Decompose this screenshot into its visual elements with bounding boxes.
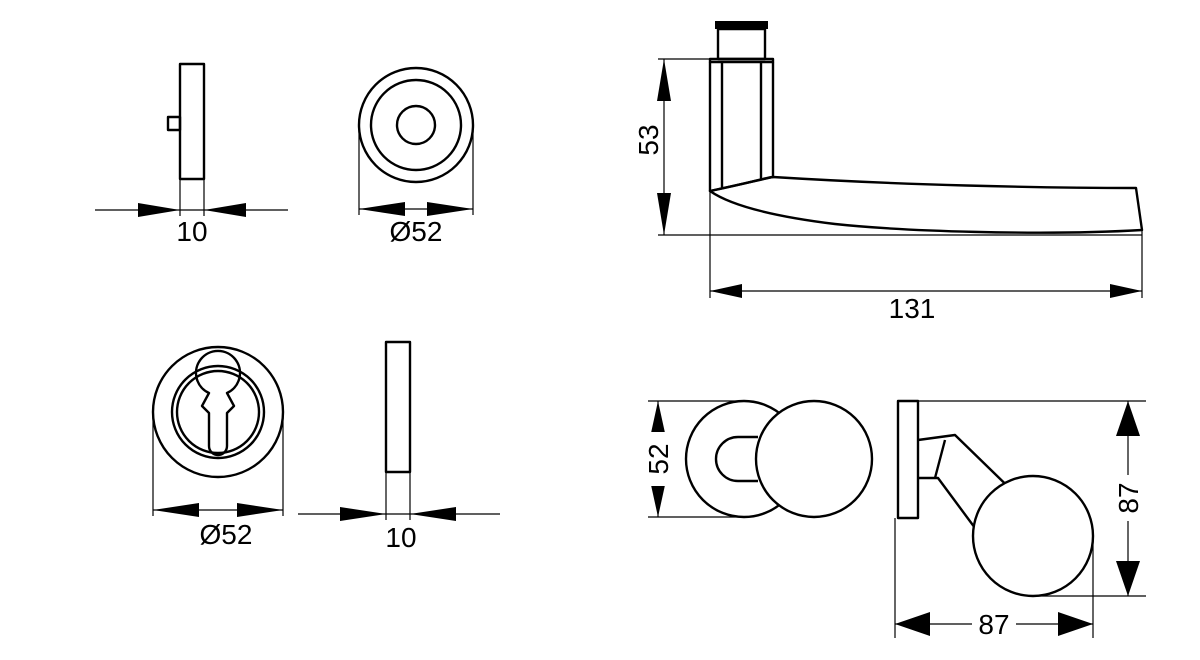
cylinder-rose-front-view: Ø52 (151, 345, 285, 550)
knob-depth-label: 87 (978, 609, 1009, 640)
cylinder-side-width-label: 10 (385, 522, 416, 553)
knob-side-view: 87 87 (894, 399, 1146, 640)
knob-rose-diameter-label: 52 (643, 443, 674, 474)
lever-handle-view: 53 131 (633, 21, 1144, 324)
rose-side-view: 10 (95, 62, 288, 247)
lever-length-label: 131 (889, 293, 936, 324)
knob-front-view: 52 (643, 399, 874, 519)
rose-diameter-label: Ø52 (390, 216, 443, 247)
keyhole-icon (194, 349, 242, 457)
rose-side-width-label: 10 (176, 216, 207, 247)
rose-front-view: Ø52 (357, 66, 475, 247)
cylinder-rose-side-view: 10 (298, 340, 500, 553)
lever-height-label: 53 (633, 124, 664, 155)
knob-height-label: 87 (1113, 482, 1144, 513)
cylinder-rose-diameter-label: Ø52 (200, 519, 253, 550)
